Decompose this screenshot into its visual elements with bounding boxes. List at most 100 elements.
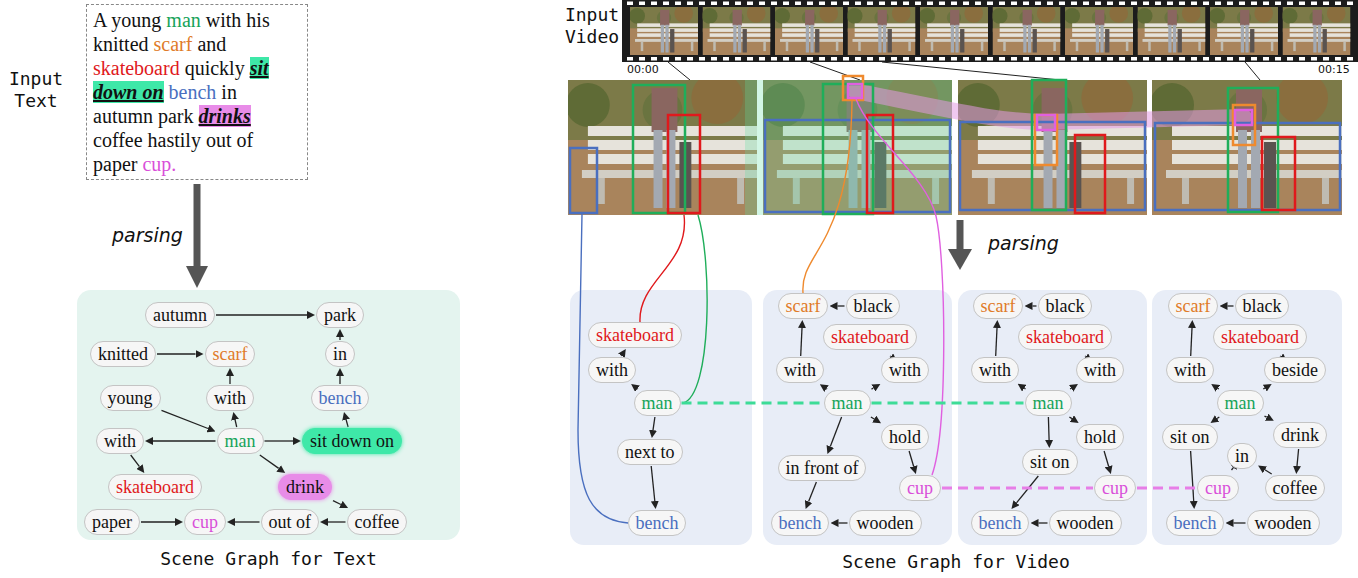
figure-label: 00:00 bbox=[627, 63, 659, 76]
node-label: hold bbox=[889, 427, 921, 447]
node-label: in bbox=[333, 344, 347, 364]
figure-label: Input Video bbox=[562, 4, 622, 48]
graph-node: wooden bbox=[1247, 510, 1320, 536]
node-label: drink bbox=[1281, 425, 1319, 445]
text-run: scarf bbox=[154, 33, 193, 55]
graph-node: sit on bbox=[1022, 449, 1078, 475]
graph-node: out of bbox=[261, 509, 320, 535]
graph-node: skateboard bbox=[823, 324, 917, 350]
edge-label: parsing bbox=[112, 224, 183, 246]
graph-node: cup bbox=[1094, 475, 1136, 501]
graph-node: with bbox=[1166, 357, 1214, 383]
node-label: with bbox=[1174, 360, 1206, 380]
graph-node: skateboard bbox=[108, 474, 202, 500]
node-label: skateboard bbox=[116, 477, 194, 497]
graph-node: next to bbox=[617, 439, 683, 465]
graph-node: coffee bbox=[347, 509, 408, 535]
graph-node: black bbox=[1235, 293, 1290, 319]
graph-node: with bbox=[881, 357, 929, 383]
graph-edge bbox=[839, 522, 848, 523]
graph-edge bbox=[229, 376, 230, 384]
text-run: and bbox=[197, 33, 226, 55]
node-label: paper bbox=[92, 512, 132, 532]
graph-edge bbox=[153, 440, 216, 441]
graph-node: in bbox=[1227, 443, 1257, 469]
node-label: bench bbox=[636, 513, 679, 533]
scene-graph-panel: skateboard withman next to bench bbox=[570, 290, 752, 545]
graph-node: with bbox=[971, 357, 1019, 383]
node-label: scarf bbox=[213, 344, 248, 364]
graph-node: hold bbox=[1076, 424, 1124, 450]
graph-node: cup bbox=[184, 509, 226, 535]
graph-node: black bbox=[846, 293, 901, 319]
node-label: in bbox=[1235, 446, 1249, 466]
node-label: coffee bbox=[355, 512, 400, 532]
graph-node: man bbox=[634, 390, 681, 416]
node-label: sit on bbox=[1030, 452, 1070, 472]
node-label: with bbox=[784, 360, 816, 380]
graph-node: drink bbox=[278, 474, 332, 500]
graph-node: with bbox=[206, 385, 254, 411]
node-label: young bbox=[108, 388, 153, 408]
node-label: skateboard bbox=[596, 325, 674, 345]
graph-edge bbox=[328, 521, 346, 522]
graph-node: young bbox=[100, 385, 161, 411]
node-label: black bbox=[1046, 296, 1085, 316]
graph-node: bench bbox=[1166, 510, 1225, 536]
graph-node: bench bbox=[311, 385, 370, 411]
scene-graph-panel: scarf black skateboard with withman hold in fr… bbox=[763, 290, 952, 545]
graph-node: hold bbox=[881, 424, 929, 450]
node-label: with bbox=[596, 360, 628, 380]
node-label: bench bbox=[979, 513, 1022, 533]
graph-node: with bbox=[588, 357, 636, 383]
text-run: quickly bbox=[185, 57, 245, 79]
node-label: with bbox=[214, 388, 246, 408]
graph-node: with bbox=[1076, 357, 1124, 383]
scene-graph-panel: scarfblackskateboardwithwithmanholdsit o… bbox=[958, 290, 1147, 545]
graph-node: bench bbox=[628, 510, 687, 536]
node-label: sit down on bbox=[310, 431, 394, 451]
graph-node: in front of bbox=[778, 455, 867, 481]
node-label: out of bbox=[269, 512, 312, 532]
graph-node: in bbox=[325, 341, 355, 367]
graph-node: park bbox=[316, 302, 364, 328]
tracking-link bbox=[682, 402, 823, 405]
graph-node: man bbox=[824, 390, 871, 416]
node-label: scarf bbox=[786, 296, 821, 316]
graph-node: scarf bbox=[1168, 293, 1219, 319]
node-label: skateboard bbox=[831, 327, 909, 347]
node-label: cup bbox=[907, 478, 933, 498]
node-label: park bbox=[324, 305, 356, 325]
graph-edge bbox=[1039, 522, 1048, 523]
node-label: man bbox=[225, 431, 256, 451]
node-label: man bbox=[642, 393, 673, 413]
graph-node: with bbox=[776, 357, 824, 383]
node-label: in front of bbox=[786, 458, 859, 478]
graph-edge bbox=[265, 440, 294, 441]
text-run: A young bbox=[93, 9, 161, 31]
graph-edge bbox=[157, 353, 196, 354]
node-label: black bbox=[1243, 296, 1282, 316]
node-label: coffee bbox=[1273, 478, 1318, 498]
graph-node: bench bbox=[971, 510, 1030, 536]
graph-edge bbox=[216, 314, 307, 315]
parsing-arrow bbox=[194, 184, 201, 266]
input-text-box: A young man with his knitted scarf and s… bbox=[86, 4, 308, 180]
node-label: hold bbox=[1084, 427, 1116, 447]
node-label: cup bbox=[192, 512, 218, 532]
node-label: cup bbox=[1205, 478, 1231, 498]
node-label: wooden bbox=[1255, 513, 1312, 533]
figure-label: 00:15 bbox=[1318, 63, 1350, 76]
scene-graph-panel: Scene Graph for Textautumnparkknittedsca… bbox=[77, 290, 460, 540]
node-label: with bbox=[1084, 360, 1116, 380]
graph-node: knitted bbox=[90, 341, 156, 367]
graph-node: man bbox=[1217, 390, 1264, 416]
text-run: cup. bbox=[142, 153, 176, 175]
graph-node: cup bbox=[899, 475, 941, 501]
graph-edge bbox=[339, 337, 340, 340]
node-label: man bbox=[832, 393, 863, 413]
graph-node: coffee bbox=[1265, 475, 1326, 501]
text-run: man bbox=[166, 9, 200, 31]
